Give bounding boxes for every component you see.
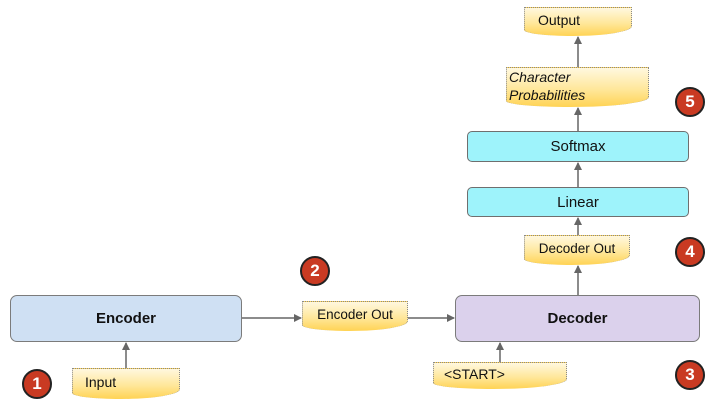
decoder-out-note: Decoder Out bbox=[524, 235, 630, 265]
decoder-out-label: Decoder Out bbox=[538, 241, 616, 256]
character-probabilities-note: Character Probabilities bbox=[506, 67, 649, 107]
input-note: Input bbox=[72, 368, 180, 399]
decoder-block: Decoder bbox=[455, 295, 700, 342]
encoder-out-label: Encoder Out bbox=[317, 307, 393, 322]
linear-layer: Linear bbox=[467, 187, 689, 217]
encoder-label: Encoder bbox=[95, 310, 156, 327]
char-probs-line2: Probabilities bbox=[509, 86, 586, 103]
char-probs-line1: Character bbox=[509, 68, 571, 85]
output-note: Output bbox=[524, 7, 632, 36]
encoder-block: Encoder bbox=[10, 295, 242, 342]
start-token-note: <START> bbox=[433, 362, 567, 389]
softmax-layer: Softmax bbox=[467, 131, 689, 162]
step-badge-1: 1 bbox=[22, 369, 52, 399]
encoder-out-note: Encoder Out bbox=[302, 301, 408, 331]
output-label: Output bbox=[538, 12, 581, 28]
input-label: Input bbox=[85, 374, 117, 390]
step-badge-5: 5 bbox=[675, 87, 705, 117]
decoder-label: Decoder bbox=[547, 310, 608, 327]
step-badge-3: 3 bbox=[675, 360, 705, 390]
linear-label: Linear bbox=[557, 193, 599, 211]
step-badge-4: 4 bbox=[675, 237, 705, 267]
softmax-label: Softmax bbox=[550, 138, 606, 155]
step-badge-2: 2 bbox=[300, 256, 330, 286]
start-token-label: <START> bbox=[444, 366, 505, 382]
